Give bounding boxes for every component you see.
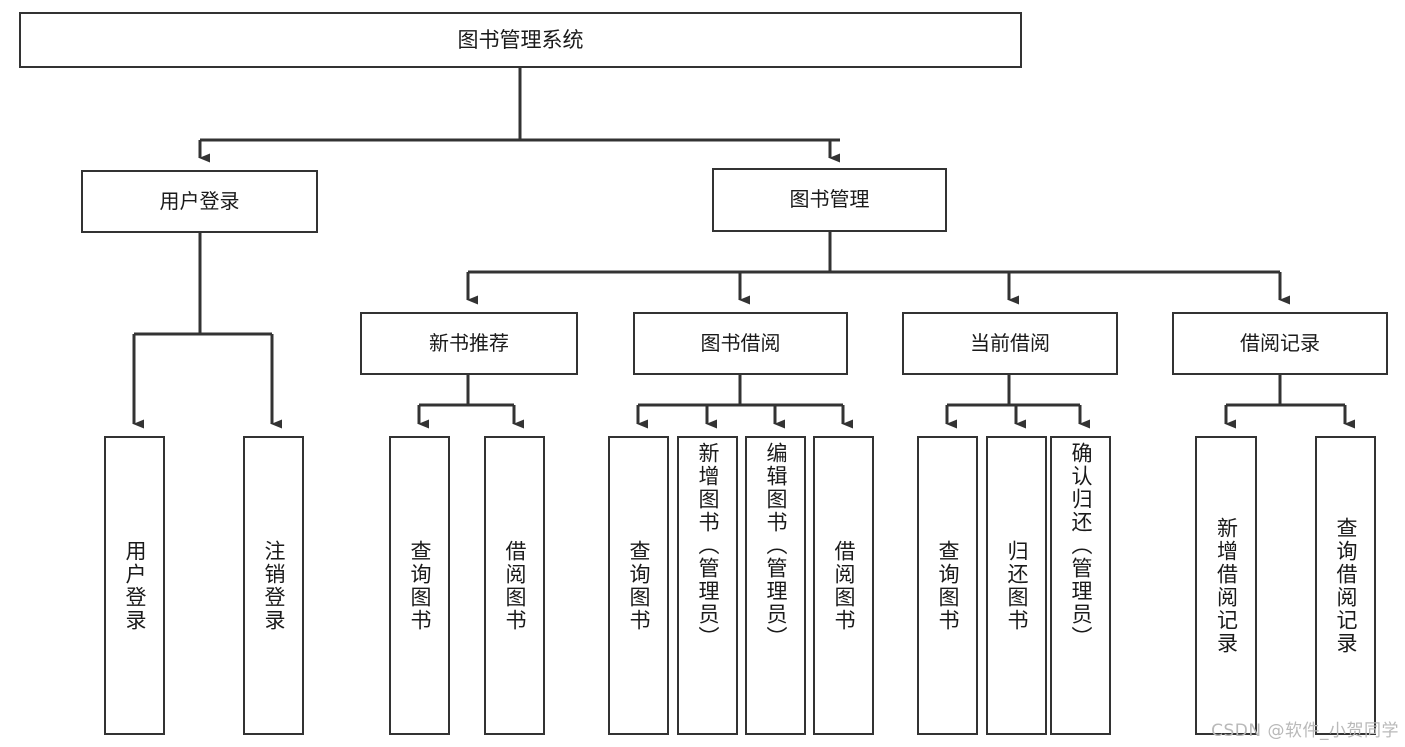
node-user-login-label: 用户登录 <box>159 188 240 213</box>
node-new-book-recommend-label: 新书推荐 <box>429 330 509 355</box>
leaf-cb-return-book-label: 归还图书 <box>1005 539 1029 632</box>
leaf-br-query-record[interactable]: 查询借阅记录 <box>1315 436 1376 735</box>
node-current-borrow[interactable]: 当前借阅 <box>902 312 1118 375</box>
leaf-br-add-record[interactable]: 新增借阅记录 <box>1195 436 1257 735</box>
leaf-cb-query-book-label: 查询图书 <box>936 539 960 632</box>
leaf-nb-borrow-book[interactable]: 借阅图书 <box>484 436 545 735</box>
leaf-logout[interactable]: 注销登录 <box>243 436 304 735</box>
leaf-bb-add-book-admin[interactable]: 新增图书（管理员） <box>677 436 738 735</box>
leaf-bb-query-book-label: 查询图书 <box>627 539 651 632</box>
node-book-manage-label: 图书管理 <box>789 187 870 212</box>
node-book-manage[interactable]: 图书管理 <box>712 168 947 232</box>
leaf-bb-borrow-book-label: 借阅图书 <box>832 539 856 632</box>
node-borrow-record[interactable]: 借阅记录 <box>1172 312 1388 375</box>
leaf-bb-query-book[interactable]: 查询图书 <box>608 436 669 735</box>
leaf-cb-confirm-return-admin[interactable]: 确认归还（管理员） <box>1050 436 1111 735</box>
node-current-borrow-label: 当前借阅 <box>970 330 1050 355</box>
node-root-label: 图书管理系统 <box>457 27 584 52</box>
leaf-nb-query-book[interactable]: 查询图书 <box>389 436 450 735</box>
node-root-system[interactable]: 图书管理系统 <box>19 12 1022 68</box>
node-borrow-record-label: 借阅记录 <box>1240 330 1320 355</box>
node-book-borrow[interactable]: 图书借阅 <box>633 312 848 375</box>
leaf-user-login[interactable]: 用户登录 <box>104 436 165 735</box>
node-book-borrow-label: 图书借阅 <box>700 330 781 355</box>
leaf-br-query-record-label: 查询借阅记录 <box>1334 516 1358 655</box>
node-user-login[interactable]: 用户登录 <box>81 170 318 233</box>
leaf-nb-query-book-label: 查询图书 <box>408 539 432 632</box>
leaf-cb-return-book[interactable]: 归还图书 <box>986 436 1047 735</box>
leaf-bb-edit-book-admin[interactable]: 编辑图书（管理员） <box>745 436 806 735</box>
leaf-bb-borrow-book[interactable]: 借阅图书 <box>813 436 874 735</box>
leaf-br-add-record-label: 新增借阅记录 <box>1214 516 1239 655</box>
leaf-nb-borrow-book-label: 借阅图书 <box>503 539 527 632</box>
leaf-user-login-label: 用户登录 <box>123 539 147 632</box>
leaf-logout-label: 注销登录 <box>262 539 286 632</box>
leaf-cb-confirm-return-admin-label: 确认归还（管理员） <box>1069 442 1093 649</box>
node-new-book-recommend[interactable]: 新书推荐 <box>360 312 578 375</box>
leaf-bb-add-book-admin-label: 新增图书（管理员） <box>696 442 720 649</box>
leaf-bb-edit-book-admin-label: 编辑图书（管理员） <box>764 442 788 649</box>
leaf-cb-query-book[interactable]: 查询图书 <box>917 436 978 735</box>
